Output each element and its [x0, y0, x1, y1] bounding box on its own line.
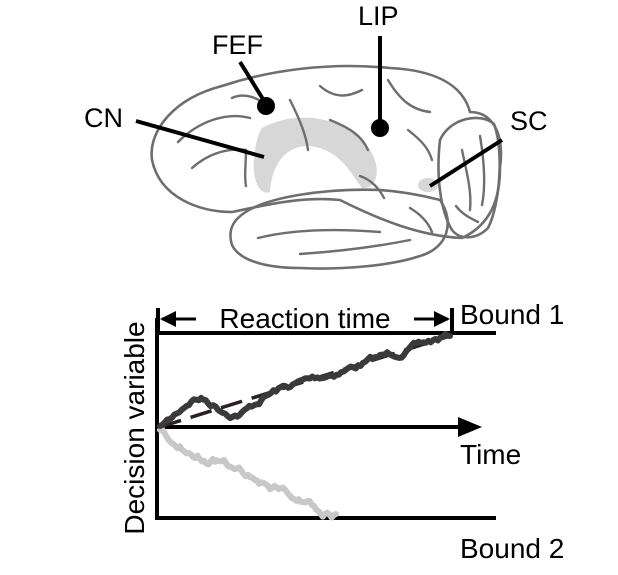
- fef-pointer-line: [238, 60, 268, 106]
- lower-trace: [157, 426, 339, 521]
- fef-label: FEF: [212, 30, 263, 60]
- time-label: Time: [460, 439, 521, 470]
- cn-pointer-line: [135, 119, 265, 159]
- drift-dashed-line: [159, 334, 451, 429]
- reaction-time-label: Reaction time: [219, 303, 390, 334]
- fef-marker: [257, 97, 275, 115]
- brain-illustration: FEF LIP CN SC: [84, 1, 548, 270]
- cerebellum-outline: [437, 116, 501, 239]
- bound-1-label: Bound 1: [460, 299, 564, 330]
- time-axis-arrowhead: [458, 417, 482, 437]
- lip-label: LIP: [358, 1, 399, 31]
- temporal-lobe-outline: [229, 188, 449, 270]
- reaction-time-arrowhead-right: [434, 311, 450, 327]
- upper-trace: [157, 330, 453, 429]
- lip-marker: [371, 119, 389, 137]
- sc-highlight: [418, 178, 438, 192]
- region-pointers: [135, 36, 504, 188]
- caudate-highlight: [253, 117, 377, 193]
- bound-2-label: Bound 2: [460, 533, 564, 564]
- decision-variable-label: Decision variable: [119, 321, 150, 534]
- reaction-time-arrowhead-left: [160, 311, 176, 327]
- sc-pointer-line: [428, 138, 504, 188]
- sulci: [176, 78, 486, 256]
- decision-plot: Reaction time Bound 1 Bound 2 Time Decis…: [119, 299, 564, 564]
- cn-label: CN: [84, 103, 123, 133]
- sc-label: SC: [510, 106, 548, 136]
